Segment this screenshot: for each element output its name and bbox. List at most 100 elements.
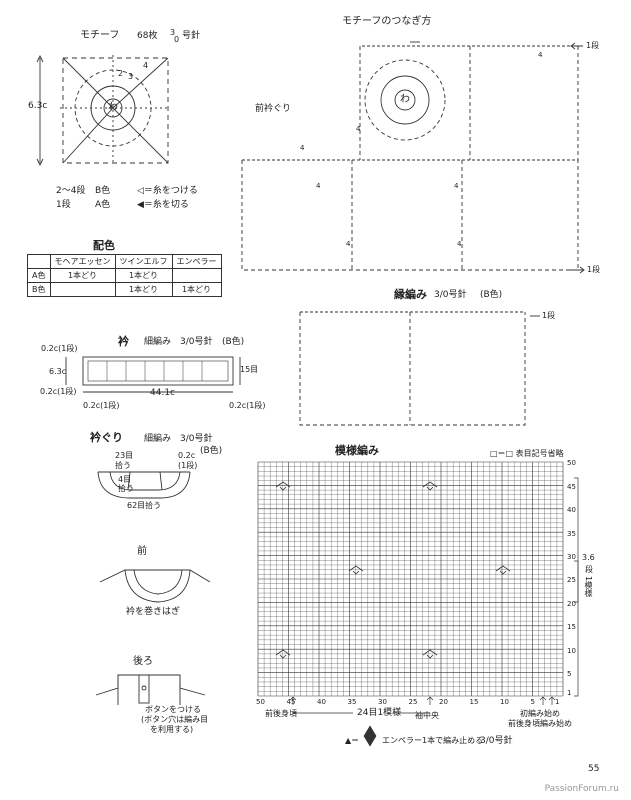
- join-label: 4: [356, 125, 361, 133]
- collar-height: 6.3c: [49, 367, 67, 376]
- back-title: 後ろ: [133, 656, 153, 667]
- collar-bottom-left-2: 0.2c(1段): [83, 401, 120, 410]
- legend-symbol: ◀＝糸を切る: [137, 200, 189, 210]
- neckline-title: 衿ぐり: [90, 431, 123, 444]
- stitch-marker: [495, 565, 511, 575]
- start-label-1: 初編み始め: [520, 709, 560, 718]
- motif-needle-top: 3: [170, 28, 176, 37]
- stitch-marker: [275, 649, 291, 659]
- collar-color: (B色): [222, 337, 245, 347]
- edging-color: (B色): [480, 290, 503, 300]
- table-cell: 1本どり: [49, 268, 116, 283]
- edging-needle: 3/0号針: [434, 290, 467, 300]
- join-label: 4: [457, 240, 462, 248]
- y-tick-label: 5: [567, 669, 572, 678]
- y-tick-label: 35: [567, 529, 576, 538]
- pattern-title: 模様編み: [335, 444, 379, 457]
- x-tick-label: 1: [554, 698, 560, 706]
- y-tick-label: 45: [567, 482, 576, 491]
- neckline-pick62: 62目拾う: [127, 501, 162, 510]
- x-tick-label: 20: [439, 698, 448, 706]
- collar-top-left: 0.2c(1段): [41, 344, 78, 353]
- back-note-3: を利用する): [150, 725, 194, 734]
- side-rows: 3.6: [582, 553, 595, 562]
- table-cell: 1本どり: [114, 268, 173, 283]
- front-diagram: [99, 569, 211, 603]
- row-label-bottom: 1段: [587, 265, 601, 274]
- motif-needle-bottom: 0: [174, 35, 180, 44]
- edging-row: 1段: [542, 311, 556, 320]
- collar-bottom-right: 0.2c(1段): [229, 401, 266, 410]
- back-note-2: (ボタン穴は編み目: [141, 715, 209, 724]
- front-neck-label: 前衿ぐり: [255, 104, 292, 114]
- y-tick-label: 40: [567, 506, 576, 515]
- legend-color: B色: [95, 186, 111, 196]
- pattern-repeat: 24目1模様: [357, 708, 402, 718]
- join-label: 4: [454, 182, 459, 190]
- x-tick-label: 50: [256, 698, 265, 706]
- neckline-pick23: 23目: [115, 451, 134, 460]
- collar-rows: 15目: [240, 365, 259, 374]
- table-cell: A色: [27, 268, 51, 283]
- front-note: 衿を巻きはぎ: [126, 607, 181, 617]
- table-header: ツインエルフ: [114, 254, 173, 269]
- back-note-1: ボタンをつける: [145, 705, 201, 714]
- color-table: モヘアエッセン ツインエルフ エンペラー A色 1本どり 1本どり B色 1本ど…: [27, 254, 222, 297]
- table-header: [27, 254, 51, 269]
- neckline-color: (B色): [200, 446, 223, 456]
- stitch-marker: [422, 481, 438, 491]
- y-tick-label: 50: [567, 459, 576, 468]
- motif-needle-unit: 号針: [182, 31, 201, 41]
- legend-symbol: ◁＝糸をつける: [137, 186, 198, 196]
- join-label: 4: [300, 144, 305, 152]
- motif-title: モチーフ: [80, 30, 120, 41]
- table-cell: 1本どり: [114, 282, 173, 297]
- collar-needle: 3/0号針: [180, 337, 213, 347]
- stitch-marker: [348, 565, 364, 575]
- collar-diagram: [65, 356, 241, 393]
- round-label: 4: [143, 61, 149, 70]
- side-unit: 段: [585, 565, 593, 574]
- pattern-legend: □＝□ 表目記号省略: [490, 449, 564, 458]
- row-label-top: 1段: [586, 41, 600, 50]
- neckline-pick23b: 拾う: [115, 461, 131, 470]
- note-text: エンペラー1本で編み止める: [382, 736, 484, 745]
- sleeve-center-label: 袖中央: [415, 711, 439, 720]
- y-tick-label: 30: [567, 552, 576, 561]
- edging-title: 縁編み: [394, 288, 427, 301]
- watermark: PassionForum.ru: [544, 784, 619, 794]
- side-repeat: 1模様: [584, 576, 593, 598]
- motif-center-letter: わ: [108, 102, 118, 113]
- join-label: 4: [538, 51, 543, 59]
- x-tick-label: 40: [317, 698, 326, 706]
- y-tick-label: 25: [567, 576, 576, 585]
- neckline-pick4: 4目: [118, 475, 132, 484]
- note-symbol: ▲＝: [345, 736, 360, 745]
- table-header: モヘアエッセン: [49, 254, 116, 269]
- collar-title: 衿: [118, 335, 129, 348]
- x-tick-label: 15: [469, 698, 479, 706]
- legend-rounds: 1段: [56, 200, 71, 210]
- y-tick-label: 10: [567, 646, 576, 655]
- collar-bottom-left: 0.2c(1段): [40, 387, 77, 396]
- joining-center-letter: わ: [400, 94, 410, 105]
- legend-rounds: 2〜4段: [56, 186, 86, 196]
- y-tick-label: 15: [567, 623, 576, 632]
- front-edge-label: 前後身頃: [265, 709, 297, 718]
- page-number: 55: [588, 764, 600, 774]
- x-tick-label: 35: [347, 698, 357, 706]
- neckline-diagram: [97, 471, 191, 499]
- stitch-marker: [275, 481, 291, 491]
- back-diagram: [95, 674, 206, 705]
- table-cell: [49, 282, 116, 297]
- neckline-pick4b: 拾う: [118, 484, 134, 493]
- front-title: 前: [137, 546, 147, 557]
- join-label: 4: [316, 182, 321, 190]
- collar-stitch: 細編み: [144, 337, 172, 347]
- joining-title: モチーフのつなぎ方: [342, 16, 432, 27]
- x-tick-label: 30: [378, 698, 387, 706]
- motif-count: 68枚: [137, 31, 158, 41]
- stitch-marker: [422, 649, 438, 659]
- x-tick-label: 5: [530, 698, 536, 706]
